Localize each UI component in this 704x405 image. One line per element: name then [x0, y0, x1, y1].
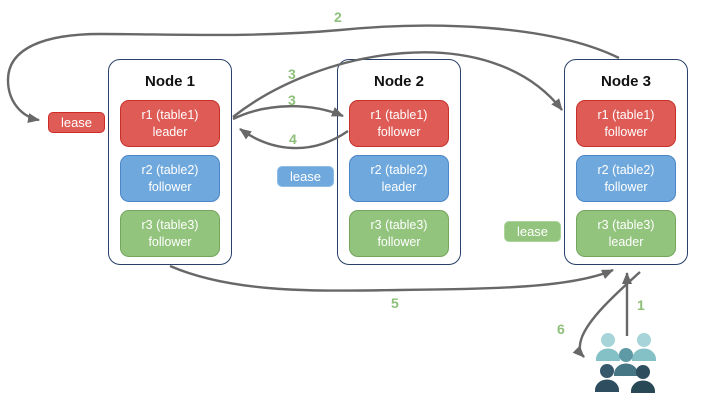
user-front-right	[631, 365, 655, 393]
replica-label: r2 (table2)	[597, 163, 655, 177]
replica-label: r1 (table1)	[370, 108, 428, 122]
replica-role: leader	[608, 234, 644, 249]
node-2-replica-r2-leader: r2 (table2) leader	[349, 155, 449, 202]
node-3-replica-r3-leader: r3 (table3) leader	[576, 210, 676, 257]
step-label-4: 4	[289, 131, 297, 147]
replica-role: follower	[148, 234, 192, 249]
node-2-title: Node 2	[373, 73, 424, 90]
node-3-replica-r1-follower: r1 (table1) follower	[576, 100, 676, 147]
node-2-replica-r3-follower: r3 (table3) follower	[349, 210, 449, 257]
replica-label: r3 (table3)	[141, 218, 199, 232]
arrow-step-2	[6, 24, 620, 124]
replica-label: r3 (table3)	[597, 218, 655, 232]
lease-label-blue: lease	[277, 166, 334, 187]
user-back-right	[632, 333, 656, 361]
node-1-replica-r3-follower: r3 (table3) follower	[120, 210, 220, 257]
replica-role: leader	[381, 179, 417, 194]
user-back-left	[596, 333, 620, 361]
replica-label: r3 (table3)	[370, 218, 428, 232]
replica-role: follower	[604, 179, 648, 194]
arrow-step-3-to-node2	[232, 105, 344, 121]
replica-label: r1 (table1)	[141, 108, 199, 122]
replica-role: follower	[604, 124, 648, 139]
users-group-icon	[595, 333, 656, 393]
user-front-left	[595, 364, 619, 392]
arrow-step-5	[169, 264, 614, 292]
node-2-replica-r1-follower: r1 (table1) follower	[349, 100, 449, 147]
node-1: Node 1 r1 (table1) leader r2 (table2) fo…	[108, 59, 232, 265]
step-label-6: 6	[557, 321, 565, 337]
replica-label: r2 (table2)	[141, 163, 199, 177]
replica-label: r2 (table2)	[370, 163, 428, 177]
lease-label-green: lease	[504, 221, 561, 242]
step-label-3b: 3	[288, 92, 296, 108]
replica-role: follower	[377, 124, 421, 139]
replica-role: follower	[148, 179, 192, 194]
node-1-replica-r2-follower: r2 (table2) follower	[120, 155, 220, 202]
replica-role: leader	[152, 124, 188, 139]
step-label-3a: 3	[288, 66, 296, 82]
node-2: Node 2 r1 (table1) follower r2 (table2) …	[337, 59, 461, 265]
node-3: Node 3 r1 (table1) follower r2 (table2) …	[564, 59, 688, 265]
step-label-2: 2	[334, 9, 342, 25]
node-1-replica-r1-leader: r1 (table1) leader	[120, 100, 220, 147]
user-middle	[614, 348, 638, 376]
node-1-title: Node 1	[144, 73, 195, 90]
lease-label-red: lease	[48, 112, 105, 133]
step-label-1: 1	[637, 297, 645, 313]
replica-role: follower	[377, 234, 421, 249]
step-label-5: 5	[391, 295, 399, 311]
node-3-title: Node 3	[600, 73, 651, 90]
replica-label: r1 (table1)	[597, 108, 655, 122]
node-3-replica-r2-follower: r2 (table2) follower	[576, 155, 676, 202]
